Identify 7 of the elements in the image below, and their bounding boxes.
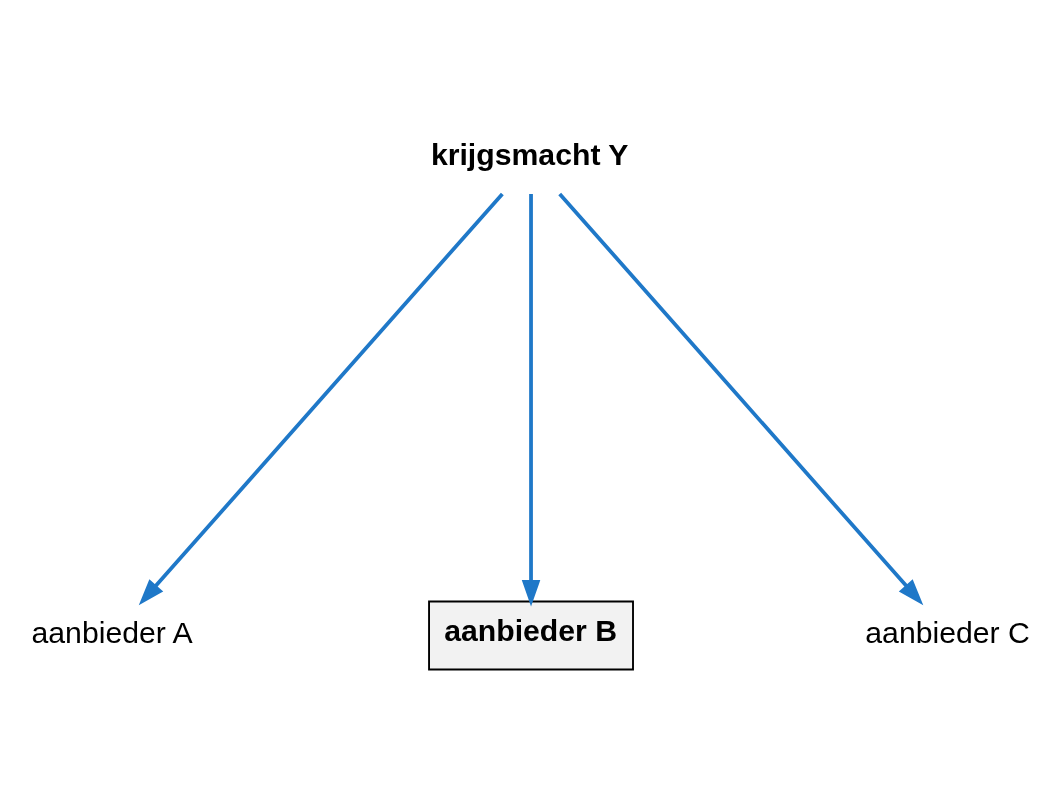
arrow xyxy=(521,193,541,607)
node-text: aanbieder A xyxy=(31,615,193,649)
node-text: aanbieder C xyxy=(865,615,1030,649)
node-box: aanbieder B xyxy=(428,600,634,670)
arrow xyxy=(138,192,504,605)
node-text: krijgsmacht Y xyxy=(430,137,629,171)
arrow xyxy=(558,192,924,605)
